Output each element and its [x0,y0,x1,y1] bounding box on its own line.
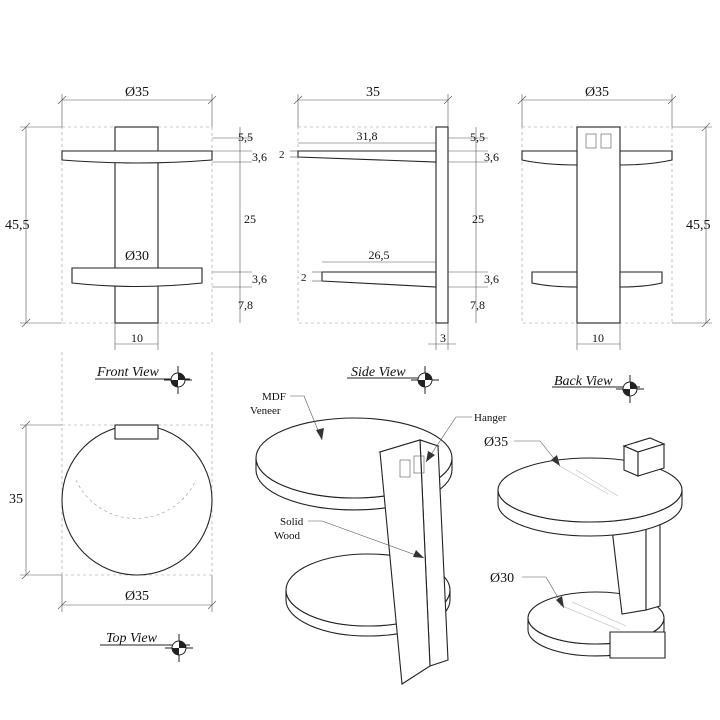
top-view-title: Top View [106,631,158,646]
iso-back-view: Ø35 Ø30 [484,435,683,659]
back-top-shelf-right [619,150,673,166]
wood-label-line1: Solid [280,516,304,528]
side-bottom-arm-dim: 26,5 [369,248,390,262]
back-hanger-slot-icon [600,133,612,149]
iso-front-view: MDF Veneer Hanger Solid Wood [250,391,507,685]
front-post-width-dim: 10 [131,331,143,345]
mdf-label-line1: MDF [262,391,286,403]
front-top-shelf [61,150,213,164]
back-post [576,126,621,324]
top-width-dim: Ø35 [125,589,149,604]
side-view-symbol-icon [410,365,440,395]
iso-bottom-dim: Ø30 [490,571,514,586]
back-bottom-shelf-right [619,271,663,288]
side-top-gap-dim: 5,5 [470,130,485,144]
iso-hanger-slot-icon [399,459,411,478]
side-post-depth-dim: 3 [440,331,446,345]
hanger-label: Hanger [474,412,507,424]
back-view-title: Back View [554,374,613,389]
front-lower-shelf-dim: Ø30 [125,249,149,264]
side-view: 35 31,8 26,5 2 2 5,5 3,6 25 3,6 7,8 3 Si… [279,85,499,395]
front-top-shelf-dim: 3,6 [252,150,267,164]
side-width-dim: 35 [366,85,380,100]
iso-back-hanger-front [637,443,665,477]
front-view: Ø35 45,5 5,5 3,6 25 3,6 7,8 Ø30 10 Front… [5,85,267,395]
top-view: 35 Ø35 Top View [9,352,217,663]
side-spacing-dim: 25 [472,212,484,226]
back-height-dim: 45,5 [686,218,711,233]
front-height-dim: 45,5 [5,218,30,233]
side-bottom-gap-dim: 7,8 [470,298,485,312]
top-lower-shelf-hidden [75,479,197,519]
side-top-arm-dim: 31,8 [357,129,378,143]
side-bottom-shelf-dim: 3,6 [484,272,499,286]
back-width-dim: Ø35 [585,85,609,100]
top-shelf-outline [61,424,213,576]
iso-post-front [379,439,431,685]
front-spacing-dim: 25 [244,212,256,226]
iso-hanger-slot-icon [413,455,425,474]
front-bottom-shelf [71,267,203,288]
iso-top-dim: Ø35 [484,435,508,450]
front-view-title: Front View [96,365,159,380]
side-post [435,126,449,324]
side-view-title: Side View [351,365,406,380]
wood-label-line2: Wood [274,530,301,542]
top-height-dim: 35 [9,492,23,507]
side-bottom-taper-dim: 2 [301,272,307,284]
side-top-arm [297,150,437,163]
front-view-symbol-icon [163,365,193,395]
back-post-width-dim: 10 [592,331,604,345]
top-view-symbol-icon [164,633,194,663]
side-top-shelf-dim: 3,6 [484,150,499,164]
mdf-label-line2: Veneer [250,405,281,417]
front-bottom-gap-dim: 7,8 [238,298,253,312]
side-top-taper-dim: 2 [279,149,285,161]
top-view-frame [61,424,213,576]
top-post [114,424,159,440]
back-view-symbol-icon [615,374,645,404]
back-bottom-shelf-left [531,271,578,288]
back-top-shelf-left [521,150,578,166]
back-hanger-slot-icon [585,133,597,149]
back-view: Ø35 45,5 10 Back View [517,85,712,404]
front-top-gap-dim: 5,5 [238,130,253,144]
side-bottom-arm [321,271,437,288]
front-bottom-shelf-dim: 3,6 [252,272,267,286]
front-width-dim: Ø35 [125,85,149,100]
iso-back-post-base [609,631,666,659]
